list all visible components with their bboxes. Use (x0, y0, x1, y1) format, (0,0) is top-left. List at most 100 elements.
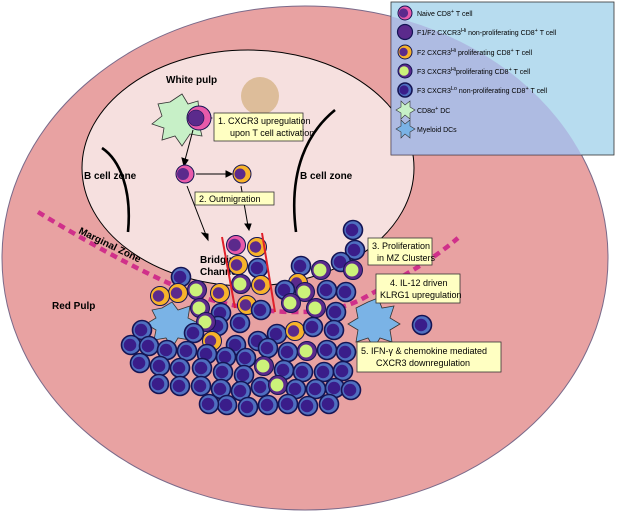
legend-f1f2-cell (396, 23, 414, 41)
cluster-cell-6 (342, 219, 364, 241)
f2-cell-white-pulp-core (234, 168, 246, 180)
legend-f3lo-cell (397, 82, 413, 98)
legend-label-1: F1/F2 CXCR3Hi non-proliferating CD8+ T c… (417, 28, 557, 37)
legend-label-4-rest2: T cell (529, 88, 548, 95)
legend-label-4-sup: Lo (451, 86, 457, 92)
cluster-cell-77 (257, 394, 279, 416)
myeloid-dc-right (347, 297, 401, 349)
legend-naive-cell (397, 5, 413, 21)
f1f2-cell-white-pulp-core (177, 168, 189, 180)
cluster-cell-49 (277, 341, 299, 363)
step-5-box (356, 341, 502, 373)
legend-label-3-text: F3 CXCR3 (417, 69, 451, 76)
cd8-dc-icon (395, 100, 416, 120)
legend-label-0: Naive CD8+ T cell (417, 9, 473, 18)
step-4: 4. IL-12 driven KLRG1 upregulation (375, 273, 462, 304)
cluster-cell-40 (131, 319, 153, 341)
cluster-cell-29 (229, 312, 251, 334)
cluster-cell-74 (340, 379, 362, 401)
cluster-cell-76 (237, 396, 259, 418)
legend-label-2-rest2: T cell (514, 50, 533, 57)
legend-item-2: F2 CXCR3Hi proliferating CD8+ T cell (397, 44, 533, 60)
legend-label-4-rest: non-proliferating CD8 (457, 88, 526, 95)
legend-item-4: F3 CXCR3Lo non-proliferating CD8+ T cell (397, 82, 548, 98)
b-cell-zone-curve-right (292, 108, 336, 233)
migration-arrows (181, 129, 252, 242)
cluster-cell-78 (277, 393, 299, 415)
cluster-cell-1 (247, 237, 267, 257)
legend-item-0: Naive CD8+ T cell (397, 5, 473, 21)
legend-label-2-text: F2 CXCR3 (417, 50, 451, 57)
cluster-cell-50 (297, 341, 317, 361)
cluster-cell-42 (138, 335, 160, 357)
legend-label-3-sup: Hi (451, 67, 456, 73)
cluster-cell-11 (343, 260, 363, 280)
cluster-cell-7 (344, 239, 366, 261)
legend-label-2-rest: proliferating CD8 (456, 50, 511, 57)
cluster-cell-64 (148, 373, 170, 395)
legend-label-1-text: F1/F2 CXCR3 (417, 30, 461, 37)
cluster-cell-10 (290, 255, 312, 277)
legend-item-1: F1/F2 CXCR3Hi non-proliferating CD8+ T c… (396, 23, 557, 41)
cluster-cell-39 (323, 319, 345, 341)
cluster-cell-61 (292, 361, 314, 383)
legend-label-4: F3 CXCR3Lo non-proliferating CD8+ T cell (417, 86, 548, 95)
step-5-line-1: 5. IFN-γ & chemokine mediated (361, 346, 487, 356)
legend-label-6-text: Myeloid DCs (417, 127, 457, 134)
cluster-cell-23 (168, 283, 188, 303)
cluster-cell-3 (247, 257, 269, 279)
activated-cell-white-pulp-core (187, 109, 205, 127)
myeloid-dc-icon (395, 119, 416, 139)
cluster-cell-48 (257, 337, 279, 359)
cluster-cell-37 (285, 321, 305, 341)
cluster-cell-58 (233, 364, 255, 386)
cluster-cell-59 (254, 356, 274, 376)
cluster-cell-4 (231, 274, 251, 294)
label-bridging-channel-1: Bridging (200, 255, 241, 266)
f3lo-cell-icon (397, 82, 413, 98)
cluster-cell-62 (313, 361, 335, 383)
cluster-cell-43 (156, 339, 178, 361)
cluster-cell-72 (305, 378, 327, 400)
legend-label-5-sup: + (435, 106, 438, 112)
b-cell-zone-curve-left (101, 146, 131, 233)
cluster-cell-79 (297, 395, 319, 417)
cluster-cell-15 (316, 279, 338, 301)
cluster-cell-19 (325, 301, 347, 323)
cluster-cell-22 (210, 283, 230, 303)
label-b-cell-zone-left: B cell zone (84, 171, 137, 182)
step-2: 2. Outmigration (194, 191, 275, 206)
legend-box (390, 1, 615, 156)
label-white-pulp: White pulp (166, 75, 217, 86)
cluster-cell-38 (302, 316, 324, 338)
cluster-cell-75 (216, 394, 238, 416)
cluster-cell-0 (226, 235, 246, 255)
cluster-cell-46 (215, 346, 237, 368)
label-bridging-channel-2: Channel (200, 267, 240, 278)
cluster-cell-16 (335, 281, 357, 303)
step-5-line-2: CXCR3 downregulation (376, 358, 470, 368)
cell-clusters (120, 219, 433, 418)
cluster-cell-51 (316, 339, 338, 361)
cluster-cell-70 (268, 375, 288, 395)
bridging-channel-line-right (261, 232, 276, 313)
bridging-channel-line-left (221, 236, 236, 309)
step-1: 1. CXCR3 upregulation upon T cell activa… (213, 112, 314, 142)
cluster-cell-63 (332, 360, 354, 382)
legend-f3hi-cell (397, 63, 413, 79)
cluster-cell-68 (230, 380, 252, 402)
legend-label-0-text: Naive CD8 (417, 11, 451, 18)
cluster-cell-66 (190, 375, 212, 397)
cluster-cell-55 (169, 357, 191, 379)
cluster-cell-56 (191, 357, 213, 379)
legend-label-6: Myeloid DCs (417, 127, 457, 134)
legend-label-1-sup2: + (535, 28, 538, 34)
step-4-line-2: KLRG1 upregulation (380, 290, 462, 300)
step-1-line-1: 1. CXCR3 upregulation (218, 116, 311, 126)
cluster-cell-20 (170, 266, 192, 288)
legend-label-4-sup2: + (525, 86, 528, 92)
cluster-cell-21 (187, 280, 207, 300)
cluster-cell-53 (129, 352, 151, 374)
